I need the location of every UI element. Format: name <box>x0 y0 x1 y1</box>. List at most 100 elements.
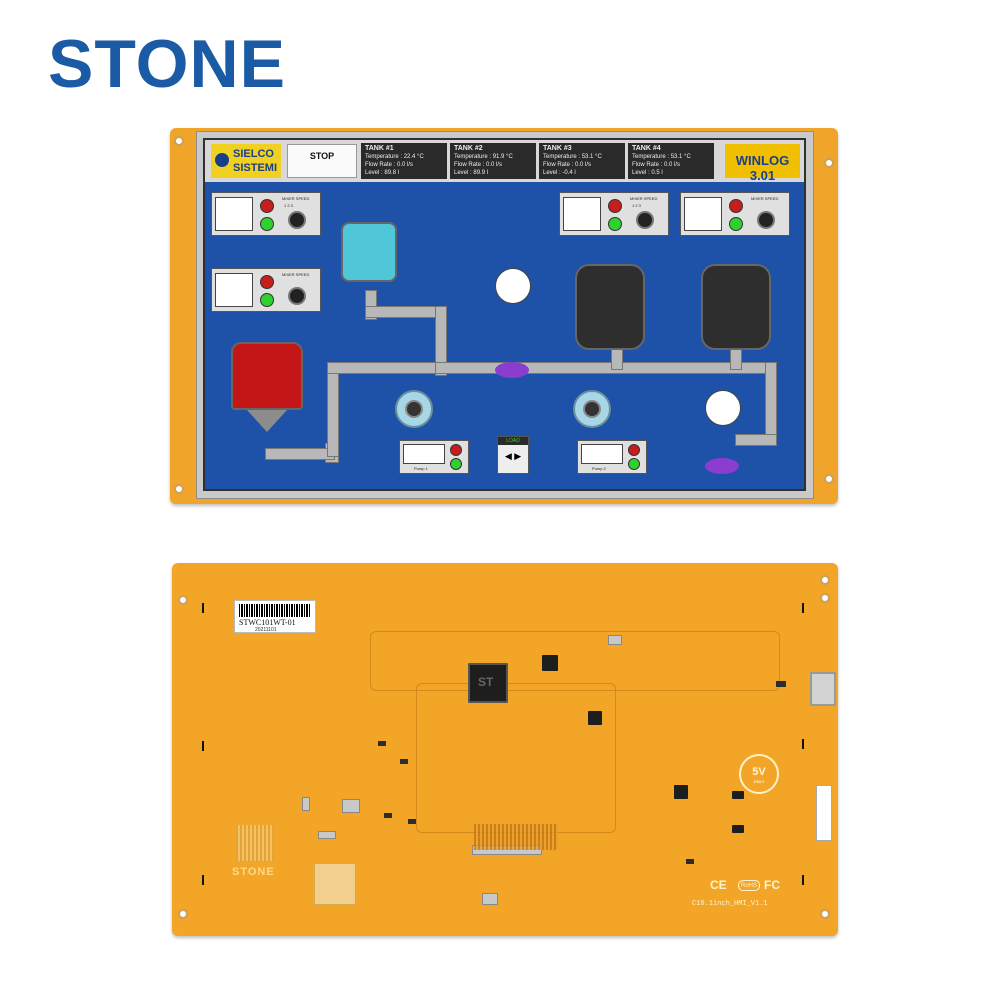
usb-port[interactable] <box>810 672 836 706</box>
connector-pad <box>318 831 336 839</box>
purple-valve-icon[interactable] <box>495 362 529 378</box>
side-connector[interactable] <box>816 785 832 841</box>
purple-valve-icon[interactable] <box>705 458 739 474</box>
tank-name: TANK #2 <box>454 145 483 152</box>
model-sticker: STWC101WT-01 20211101 <box>234 600 316 633</box>
ce-mark: CE <box>710 878 727 892</box>
edge-marker <box>802 875 804 885</box>
pipe-segment <box>265 448 335 460</box>
tank-2-panel: TANK #2 Temperature : 91.9 °C Flow Rate … <box>450 143 536 179</box>
pipe-segment <box>435 306 447 376</box>
smd-component <box>776 681 786 687</box>
tank-level-value: -0.4 l <box>562 170 576 176</box>
analog-gauge-icon <box>215 197 253 231</box>
front-display-module: SIELCO SISTEMI STOP TANK #1 Temperature … <box>170 128 838 504</box>
mixer-speed-knob[interactable] <box>288 211 306 229</box>
fc-mark: FC <box>764 878 780 892</box>
red-mixing-tank <box>231 342 303 410</box>
mount-hole <box>178 909 188 919</box>
red-lamp-icon <box>260 199 274 213</box>
mixer-speed-knob[interactable] <box>757 211 775 229</box>
edge-marker <box>802 739 804 749</box>
tank-name: TANK #1 <box>365 145 394 152</box>
main-processor-chip: ST <box>468 663 508 703</box>
tank-flow-label: Flow Rate : <box>454 162 485 168</box>
impeller-icon <box>583 400 601 418</box>
mixer-panel-4: MIXER SPEED <box>680 192 790 236</box>
chip-logo-icon: ST <box>478 675 494 689</box>
barcode-icon <box>239 604 311 617</box>
pump-1-icon[interactable] <box>395 390 433 428</box>
smd-component <box>384 813 392 818</box>
tank-temp-value: 53.1 °C <box>670 154 691 160</box>
pump-2-icon[interactable] <box>573 390 611 428</box>
pcb-trace <box>370 631 780 691</box>
load-control[interactable]: LOAD ◀ ▶ <box>497 436 529 474</box>
tank-temp-value: 22.4 °C <box>403 154 424 160</box>
connector-pad <box>608 635 622 645</box>
mixer-speed-label: MIXER SPEED <box>751 196 779 201</box>
mount-hole <box>178 595 188 605</box>
mount-hole <box>820 575 830 585</box>
winlog-title: WINLOG 3.01 <box>725 144 800 183</box>
ic-chip <box>588 711 602 725</box>
ic-chip <box>732 825 744 833</box>
ic-chip <box>542 655 558 671</box>
mixer-speed-label: MIXER SPEED <box>282 272 310 277</box>
back-pcb-board: STWC101WT-01 20211101 ST STONE 5V ONLY C… <box>172 563 838 936</box>
hmi-screen[interactable]: SIELCO SISTEMI STOP TANK #1 Temperature … <box>203 138 806 491</box>
silkscreen-brand: STONE <box>232 866 275 878</box>
tank-flow-value: 0.0 l/s <box>397 162 414 168</box>
impeller-icon <box>405 400 423 418</box>
pump-gauge-icon <box>403 444 445 464</box>
rohs-mark: RoHS <box>738 880 760 891</box>
tank-temp-label: Temperature : <box>365 154 403 160</box>
green-lamp-icon <box>450 458 462 470</box>
battery-pad <box>314 863 356 905</box>
mount-hole <box>820 593 830 603</box>
tank-temp-value: 91.9 °C <box>492 154 513 160</box>
mixer-panel-3: MIXER SPEED 1 2 3 <box>559 192 669 236</box>
load-arrows-icon[interactable]: ◀ ▶ <box>504 451 522 461</box>
pressure-gauge-icon <box>495 268 531 304</box>
tank-flow-value: 0.0 l/s <box>575 162 592 168</box>
tank-flow-value: 0.0 l/s <box>486 162 503 168</box>
tank-level-label: Level : <box>543 170 561 176</box>
tank-3-panel: TANK #3 Temperature : 53.1 °C Flow Rate … <box>539 143 625 179</box>
edge-marker <box>202 875 204 885</box>
pump-1-panel: Pump 1 <box>399 440 469 474</box>
pipe-segment <box>327 362 339 457</box>
cyan-mixing-tank <box>341 222 397 282</box>
mixer-panel-1: MIXER SPEED 1 2 3 <box>211 192 321 236</box>
tank-name: TANK #4 <box>632 145 661 152</box>
mixer-speed-label: MIXER SPEED <box>282 196 310 201</box>
ic-chip <box>732 791 744 799</box>
sielco-logo: SIELCO SISTEMI <box>211 144 281 178</box>
tank-name: TANK #3 <box>543 145 572 152</box>
tank-1-panel: TANK #1 Temperature : 22.4 °C Flow Rate … <box>361 143 447 179</box>
sticker-date: 20211101 <box>255 627 277 633</box>
sielco-mark-icon <box>215 153 229 167</box>
sielco-logo-text: SIELCO SISTEMI <box>233 148 278 174</box>
smd-component <box>378 741 386 746</box>
tank-level-label: Level : <box>454 170 472 176</box>
mixer-speed-knob[interactable] <box>288 287 306 305</box>
smd-component <box>408 819 416 824</box>
stop-button[interactable]: STOP <box>287 144 357 178</box>
connector-pad <box>302 797 310 811</box>
pressure-gauge-icon <box>705 390 741 426</box>
tank-temp-label: Temperature : <box>543 154 581 160</box>
mount-hole <box>824 474 834 484</box>
green-lamp-icon <box>260 293 274 307</box>
red-lamp-icon <box>729 199 743 213</box>
mount-hole <box>824 158 834 168</box>
analog-gauge-icon <box>563 197 601 231</box>
mount-hole <box>174 136 184 146</box>
mixer-speed-knob[interactable] <box>636 211 654 229</box>
steel-tank-4 <box>701 264 771 350</box>
mixer-panel-2: MIXER SPEED <box>211 268 321 312</box>
power-badge-value: 5V <box>752 766 766 778</box>
connector-pad <box>342 799 360 813</box>
pump-gauge-icon <box>581 444 623 464</box>
tank-level-value: 89.9 l <box>473 170 489 176</box>
